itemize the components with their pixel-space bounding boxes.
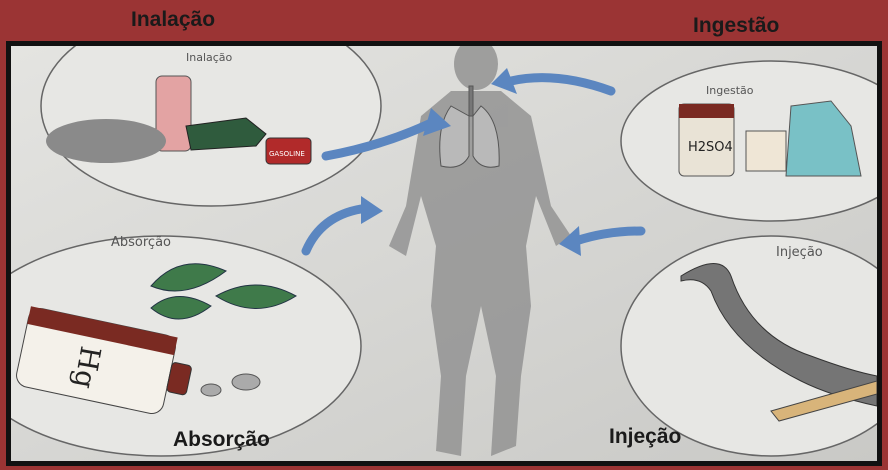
absorption-label: Absorção bbox=[111, 235, 171, 250]
inhalation-label: Inalação bbox=[186, 51, 233, 64]
caption-absorcao: Absorção bbox=[173, 428, 270, 452]
caption-ingestao: Ingestão bbox=[693, 14, 779, 38]
caption-injecao: Injeção bbox=[609, 425, 681, 449]
injection-label: Injeção bbox=[776, 245, 823, 260]
caption-inalacao: Inalação bbox=[131, 8, 215, 32]
illustration: Inalação GASOLINE Ingestão H2SO4 A bbox=[11, 46, 877, 461]
ingestion-label: Ingestão bbox=[706, 84, 754, 97]
medicine-jar-icon bbox=[746, 131, 786, 171]
gasoline-label: GASOLINE bbox=[269, 150, 305, 158]
exposure-routes-photo: Inalação GASOLINE Ingestão H2SO4 A bbox=[6, 41, 882, 466]
smoke-cloud bbox=[46, 119, 166, 163]
acid-label: H2SO4 bbox=[688, 140, 733, 155]
